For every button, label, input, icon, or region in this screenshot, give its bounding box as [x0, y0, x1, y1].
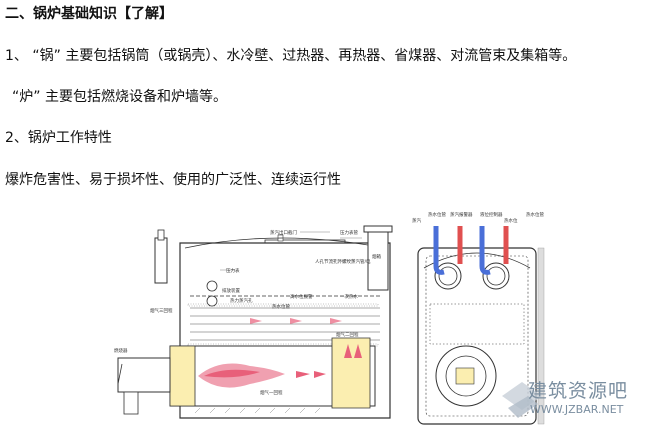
label-third-pass: 烟气三回程 — [150, 307, 173, 314]
watermark-logo — [502, 382, 542, 418]
label-first-pass: 烟气一回程 — [260, 389, 283, 396]
subheading-work-characteristics: 2、锅炉工作特性 — [5, 130, 112, 146]
watermark-text-cn: 建筑资源吧 — [528, 380, 629, 402]
boiler-longitudinal-section: 蒸汽出口截门 压力表 人孔节流孔外螺纹蒸汽管/电 压力表管 烟箱 排放装置 热力… — [114, 225, 393, 419]
label-cross-water-level: 热水位 — [504, 217, 518, 224]
label-manhole: 人孔节流孔外螺纹蒸汽管/电 — [315, 258, 371, 265]
label-cross-water-pipe-2: 热水位管 — [526, 211, 544, 218]
label-pressure-gauge: 压力表 — [226, 267, 240, 274]
boiler-cross-section: 蒸汽 热水位管 蒸汽报警器 液位控制器 热水位 热水位管 — [412, 211, 544, 425]
label-second-pass: 烟气二回程 — [336, 331, 359, 338]
label-cross-water-pipe: 热水位管 — [428, 211, 446, 218]
label-smoke-box: 烟箱 — [372, 253, 381, 260]
boiler-diagram: 蒸汽出口截门 压力表 人孔节流孔外螺纹蒸汽管/电 压力表管 烟箱 排放装置 热力… — [114, 211, 544, 425]
label-pressure-pipe: 压力表管 — [340, 229, 358, 236]
section-heading: 二、锅炉基础知识【了解】 — [5, 6, 173, 22]
label-water-pipe: 热水位管 — [272, 303, 290, 310]
paragraph-characteristics: 爆炸危害性、易于损坏性、使用的广泛性、连续运行性 — [5, 172, 341, 188]
label-cross-steam: 蒸汽 — [412, 217, 421, 224]
paragraph-guo: 1、 “锅” 主要包括锅筒（或锅壳）、水冷壁、过热器、再热器、省煤器、对流管束及… — [5, 48, 577, 64]
label-steam-outlet: 蒸汽出口截门 — [270, 229, 297, 236]
watermark-text-en: WWW.JZBAR.NET — [530, 403, 624, 416]
label-high-water-alarm: 高水位报警 — [290, 293, 313, 300]
label-primary-water: 一次热水 — [340, 293, 358, 300]
watermark-logo-icon — [502, 382, 542, 418]
label-level-controller: 液位控制器 — [480, 211, 503, 218]
label-drain: 排放装置 — [222, 287, 240, 294]
label-burner: 燃烧器 — [114, 347, 128, 354]
label-steam-alarm: 蒸汽报警器 — [450, 211, 473, 218]
paragraph-lu: “炉” 主要包括燃烧设备和炉墙等。 — [12, 89, 227, 105]
label-thermal-steam: 热力蒸汽孔 — [230, 297, 253, 304]
